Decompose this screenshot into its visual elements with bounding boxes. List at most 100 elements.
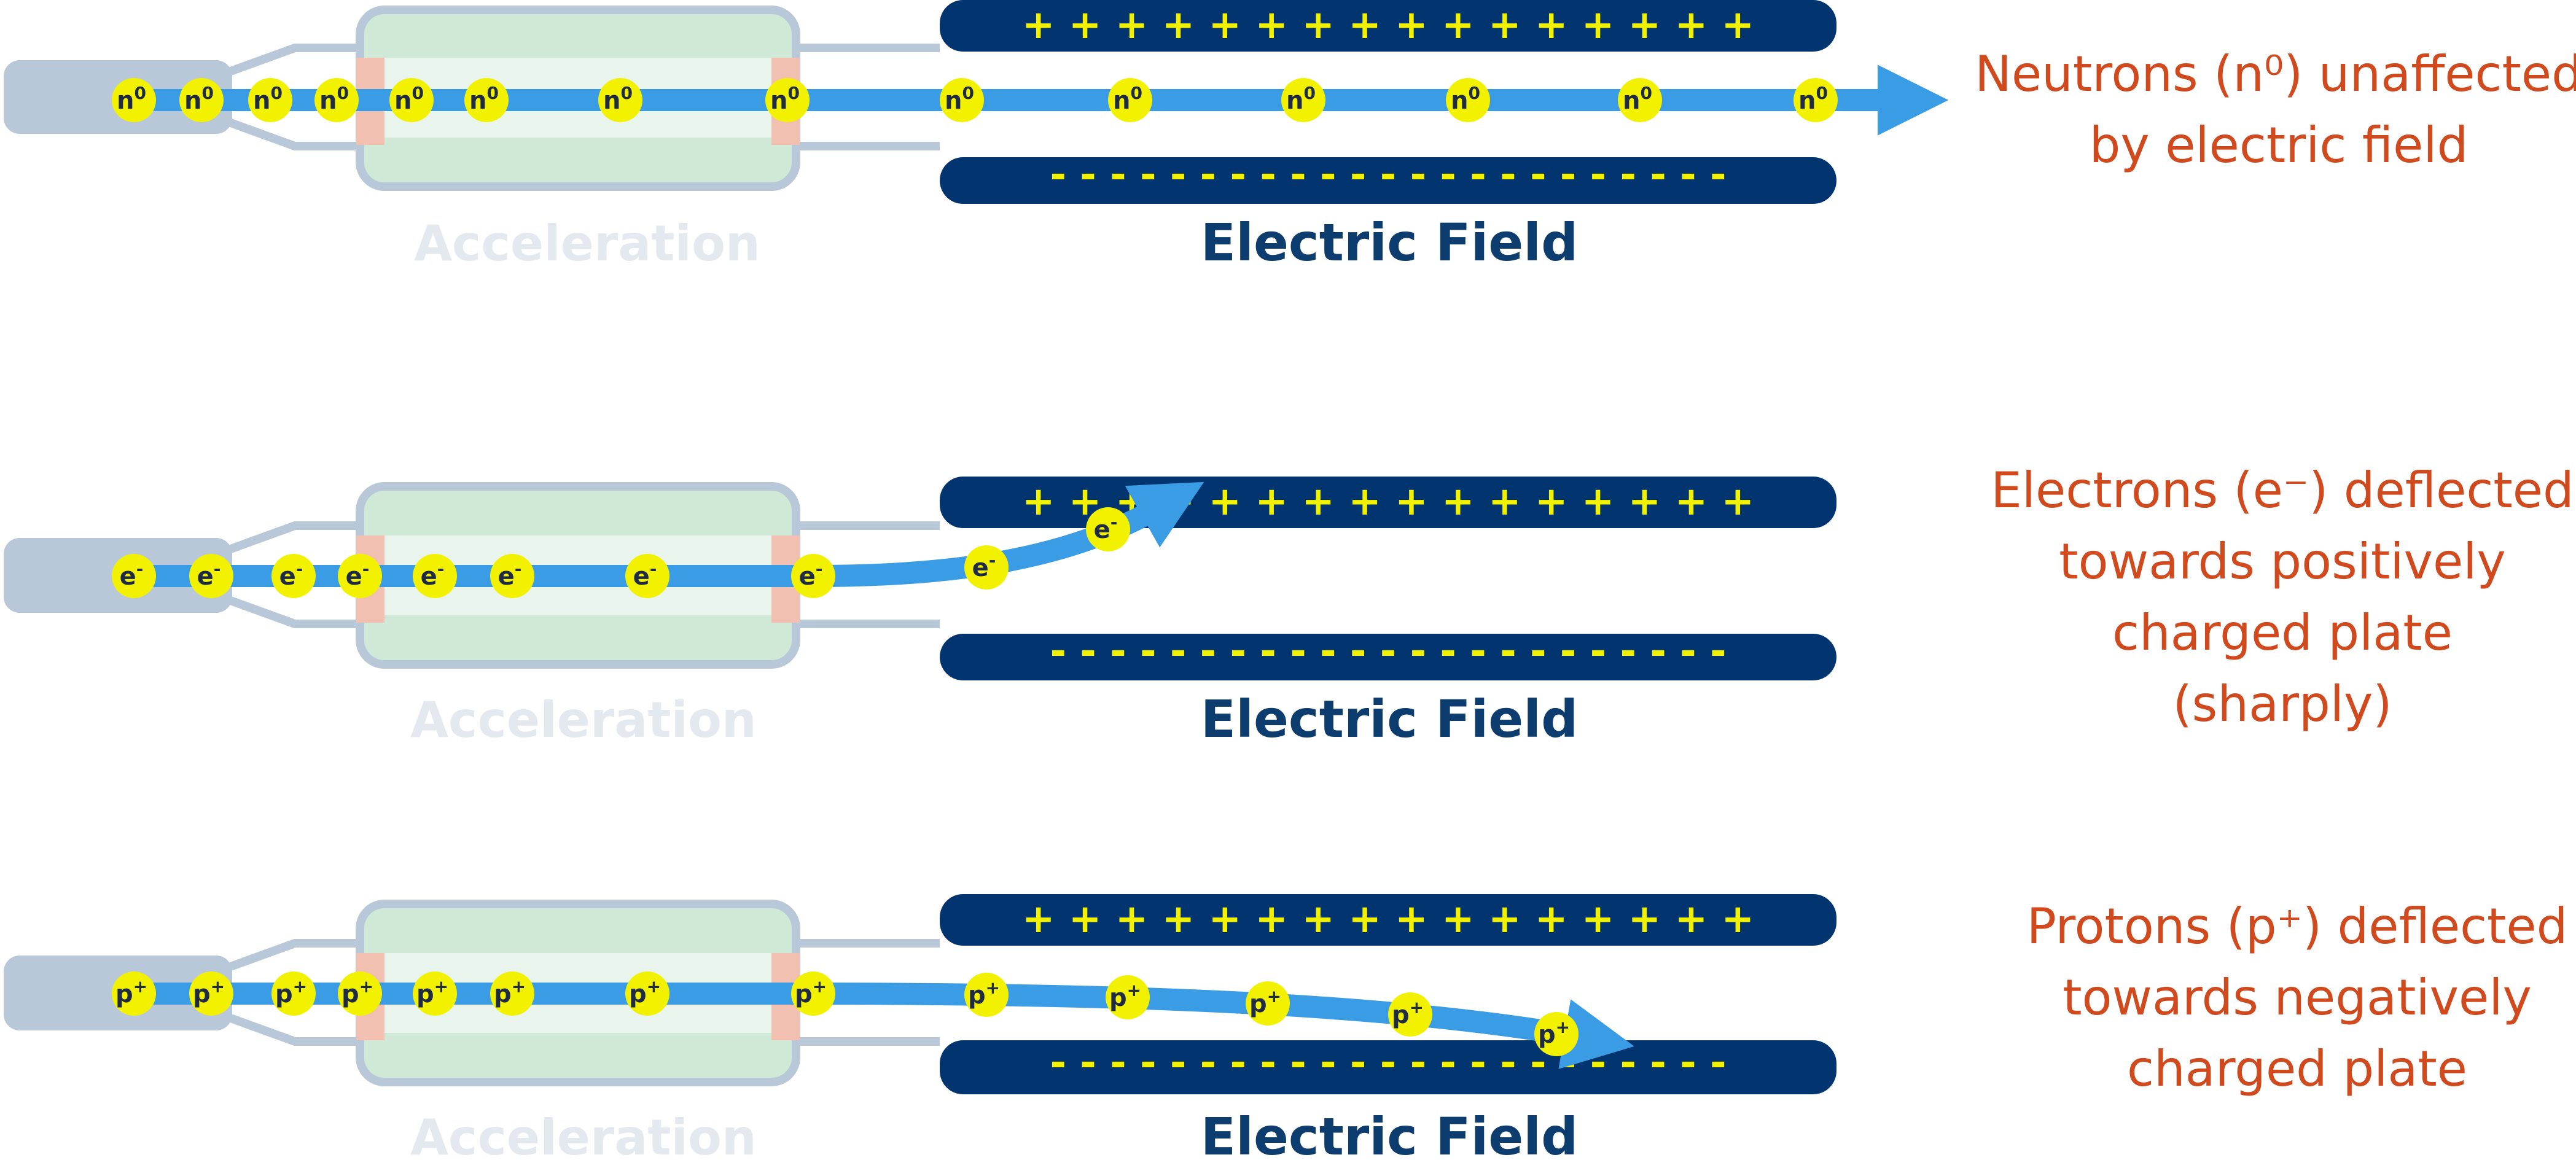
particle-symbol: p+ [795, 976, 827, 1008]
particle-symbol: p+ [416, 976, 448, 1008]
caption-line: Electrons (e⁻) deflected [1991, 462, 2574, 519]
particle: n0 [248, 78, 292, 122]
particle-disc [1086, 507, 1130, 551]
negative-plate: - - - - - - - - - - - - - - - - - - - - … [940, 629, 1836, 680]
particle-disc [248, 78, 292, 122]
plus-signs: + + + + + + + + + + + + + + + + [1022, 2, 1754, 48]
particle-symbol: n0 [1113, 83, 1142, 115]
particle: e- [112, 554, 156, 598]
particle-disc [964, 973, 1009, 1017]
particle-disc [338, 971, 382, 1016]
particle-symbol: e- [120, 559, 144, 591]
particle-symbol: p+ [629, 976, 661, 1008]
particle: e- [1086, 507, 1130, 551]
particles: p+p+p+p+p+p+p+p+p+p+p+p+p+ [112, 971, 1579, 1056]
plus-signs: + + + + + + + + + + + + + + + + [1022, 897, 1754, 942]
caption: Protons (p⁺) deflected towards negativel… [2027, 898, 2568, 1097]
particle: n0 [765, 78, 810, 122]
positive-plate: + + + + + + + + + + + + + + + + [940, 894, 1836, 946]
particle-disc [112, 554, 156, 598]
particle: e- [964, 545, 1009, 590]
positive-plate: + + + + + + + + + + + + + + + + [940, 0, 1836, 52]
caption: Electrons (e⁻) deflected towards positiv… [1991, 462, 2574, 733]
particle-symbol: e- [972, 550, 996, 582]
particle-disc [625, 554, 669, 598]
particle-disc [964, 545, 1009, 590]
particle-disc [765, 78, 810, 122]
particle: n0 [464, 78, 509, 122]
caption-line: Protons (p⁺) deflected [2027, 898, 2568, 955]
caption-line: by electric field [2090, 117, 2469, 174]
particle: e- [271, 554, 316, 598]
particle-symbol: n0 [770, 83, 800, 115]
particle-symbol: n0 [394, 83, 424, 115]
particle-disc [1618, 78, 1662, 122]
particle: p+ [490, 971, 534, 1016]
particle: n0 [1281, 78, 1325, 122]
particle: p+ [271, 971, 316, 1016]
particle-symbol: n0 [1286, 83, 1316, 115]
particle-disc [1281, 78, 1325, 122]
particle-symbol: n0 [117, 83, 146, 115]
caption: Neutrons (n⁰) unaffected by electric fie… [1975, 45, 2576, 174]
particle-symbol: e- [498, 559, 522, 591]
positive-plate: + + + + + + + + + + + + + + + + [940, 477, 1836, 528]
particle-symbol: n0 [253, 83, 283, 115]
particle-symbol: e- [346, 559, 370, 591]
particle-disc [179, 78, 224, 122]
acceleration-label: Acceleration [414, 215, 760, 272]
particle-disc [338, 554, 382, 598]
particle-symbol: n0 [319, 83, 349, 115]
particle-symbol: n0 [945, 83, 974, 115]
caption-line: charged plate [2112, 604, 2453, 661]
particle-symbol: p+ [1249, 986, 1281, 1018]
particle-symbol: p+ [1392, 997, 1424, 1029]
particle: p+ [1106, 975, 1150, 1019]
particle-disc [1793, 78, 1838, 122]
particle-symbol: e- [197, 559, 221, 591]
field-label: Electric Field [1201, 689, 1578, 749]
particle-disc [389, 78, 434, 122]
particle: e- [189, 554, 233, 598]
particle-disc [1446, 78, 1490, 122]
acceleration-label: Acceleration [410, 691, 757, 749]
particle-symbol: p+ [115, 976, 147, 1008]
caption-line: Neutrons (n⁰) unaffected [1975, 45, 2576, 103]
particle-symbol: n0 [469, 83, 499, 115]
panel-protons: + + + + + + + + + + + + + + + + - - - - … [4, 894, 2567, 1160]
panel-neutrons: + + + + + + + + + + + + + + + + - - - - … [4, 0, 2576, 273]
beam-path [123, 983, 1634, 1069]
particle-disc [490, 554, 534, 598]
particle: e- [413, 554, 457, 598]
particle: n0 [1618, 78, 1662, 122]
particle: n0 [598, 78, 642, 122]
particle-disc [413, 971, 457, 1016]
particle: e- [490, 554, 534, 598]
particle: n0 [1108, 78, 1152, 122]
particle: n0 [1793, 78, 1838, 122]
particle-symbol: e- [633, 559, 657, 591]
particle: p+ [1246, 981, 1290, 1026]
particle-disc [490, 971, 534, 1016]
particle-disc [1246, 981, 1290, 1026]
negative-plate: - - - - - - - - - - - - - - - - - - - - … [940, 1040, 1836, 1094]
particle-symbol: p+ [1109, 980, 1141, 1012]
particle-symbol: e- [279, 559, 303, 591]
caption-line: charged plate [2127, 1040, 2467, 1097]
particle-disc [1534, 1012, 1579, 1056]
particle-disc [625, 971, 669, 1016]
particle-symbol: p+ [494, 976, 526, 1008]
particle-disc [1106, 975, 1150, 1019]
particle-symbol: n0 [603, 83, 633, 115]
particle-disc [791, 971, 835, 1016]
negative-plate: - - - - - - - - - - - - - - - - - - - - … [940, 152, 1836, 204]
particle-symbol: p+ [342, 976, 373, 1008]
particle-disc [271, 554, 316, 598]
field-label: Electric Field [1201, 1107, 1578, 1160]
particle-disc [791, 554, 835, 598]
particle-symbol: n0 [1798, 83, 1828, 115]
particle: p+ [1534, 1012, 1579, 1056]
acceleration-label: Acceleration [410, 1109, 757, 1160]
particle-symbol: p+ [1538, 1017, 1570, 1049]
